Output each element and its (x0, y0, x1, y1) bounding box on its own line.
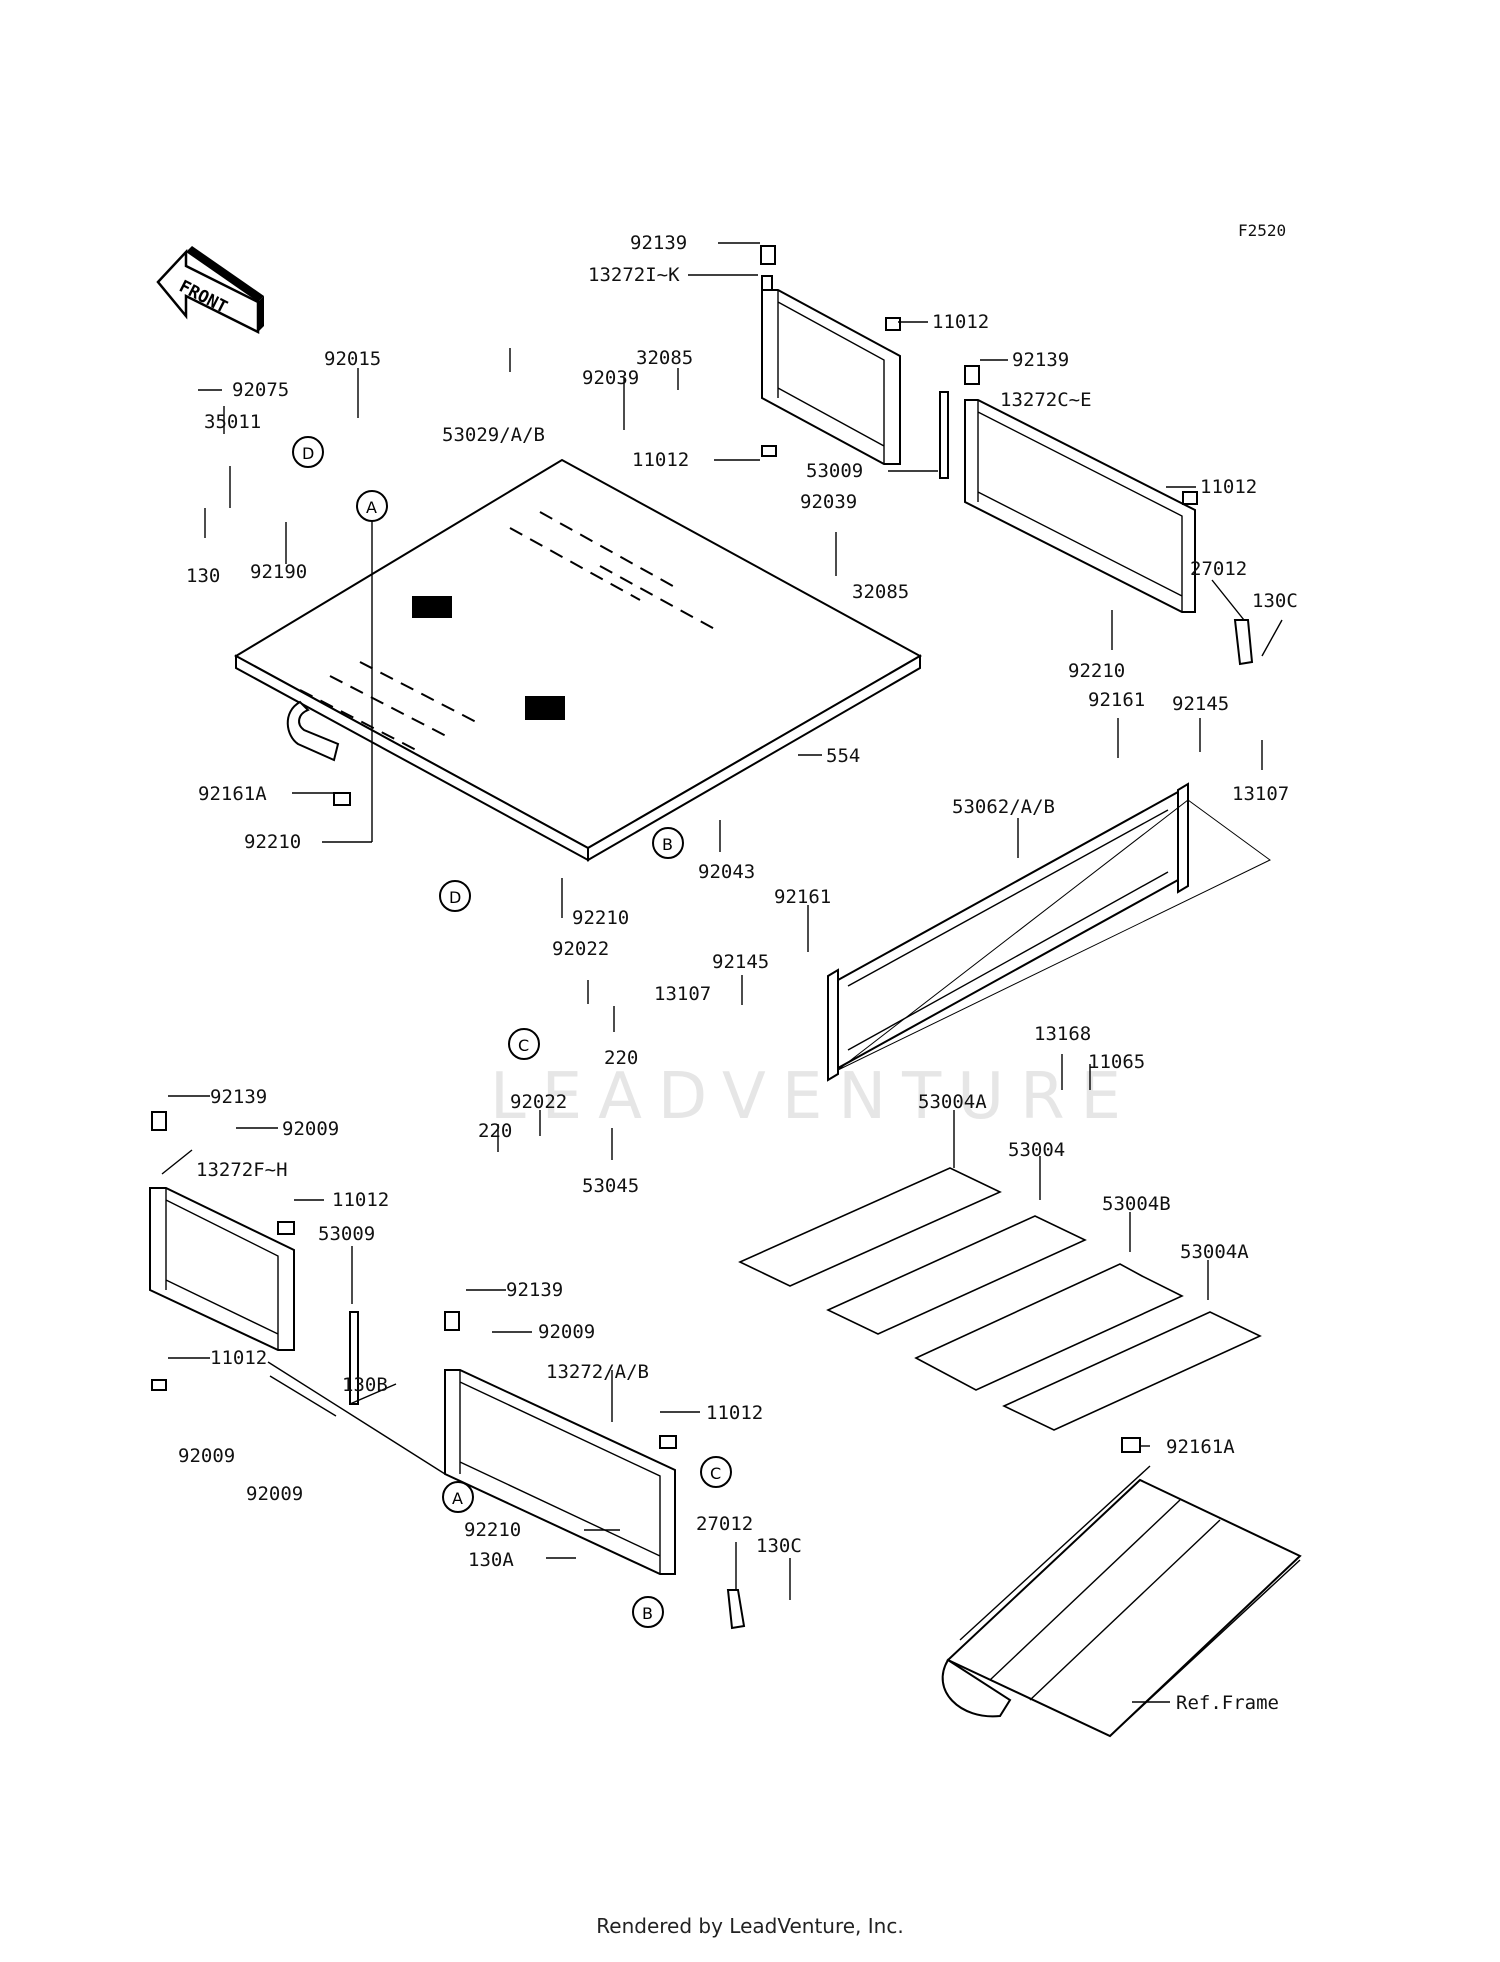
part-label: 92161 (1088, 689, 1145, 711)
part-label: 13107 (654, 983, 711, 1005)
part-label: 130 (186, 565, 220, 587)
part-label: 53004A (1180, 1241, 1249, 1263)
part-label: 92210 (464, 1519, 521, 1541)
side-panel-13272-A-B (444, 1311, 746, 1630)
callout-a-lower: A (442, 1481, 474, 1513)
part-label: 53004A (918, 1091, 987, 1113)
part-label: 53004B (1102, 1193, 1171, 1215)
part-label: 32085 (852, 581, 909, 603)
part-label: 11065 (1088, 1051, 1145, 1073)
callout-d-lower: D (439, 880, 471, 912)
part-label: 130C (756, 1535, 802, 1557)
part-label: 13272I~K (588, 264, 680, 286)
part-label: 130C (1252, 590, 1298, 612)
ref-frame (941, 1437, 1302, 1738)
svg-text:B: B (642, 1604, 653, 1623)
svg-text:D: D (449, 888, 461, 907)
part-label: 32085 (636, 347, 693, 369)
part-label: 92145 (1172, 693, 1229, 715)
front-arrow-icon: FRONT (156, 246, 264, 335)
part-label: 92022 (510, 1091, 567, 1113)
svg-text:C: C (710, 1464, 721, 1483)
part-label: 11012 (1200, 476, 1257, 498)
part-label: 92043 (698, 861, 755, 883)
part-label: 92139 (1012, 349, 1069, 371)
part-label: 92022 (552, 938, 609, 960)
part-label: 27012 (1190, 558, 1247, 580)
tailgate-53062 (827, 782, 1271, 1082)
part-label: 92161 (774, 886, 831, 908)
part-label: 92145 (712, 951, 769, 973)
part-label: 92210 (1068, 660, 1125, 682)
figure-code: F2520 (1238, 221, 1286, 240)
part-label: 13272F~H (196, 1159, 288, 1181)
part-label: 53029/A/B (442, 424, 545, 446)
part-label: 92039 (800, 491, 857, 513)
part-label: 92161A (1166, 1436, 1235, 1458)
svg-text:A: A (366, 498, 377, 517)
part-label: 92210 (572, 907, 629, 929)
part-label: 130A (468, 1549, 514, 1571)
part-label: 13107 (1232, 783, 1289, 805)
part-label: Ref.Frame (1176, 1692, 1279, 1714)
svg-text:B: B (662, 835, 673, 854)
callout-b-lower: B (632, 1596, 664, 1628)
part-label: 92210 (244, 831, 301, 853)
part-label: 220 (604, 1047, 638, 1069)
part-label: 92139 (210, 1086, 267, 1108)
part-label: 53062/A/B (952, 796, 1055, 818)
part-label: 53009 (318, 1223, 375, 1245)
part-label: 92015 (324, 348, 381, 370)
part-label: 13272/A/B (546, 1361, 649, 1383)
part-label: 92009 (246, 1483, 303, 1505)
callout-d-upper: D (292, 436, 324, 468)
part-labels: 92139 13272I~K 11012 32085 92039 11012 9… (178, 232, 1298, 1714)
part-label: 11012 (332, 1189, 389, 1211)
part-label: 92190 (250, 561, 307, 583)
side-panel-13272C-E (939, 365, 1254, 666)
leader-lines (161, 242, 1283, 1703)
part-label: 130B (342, 1374, 388, 1396)
watermark: LEADVENTURE (490, 1060, 1137, 1134)
callout-b-upper: B (652, 827, 684, 859)
part-label: 13168 (1034, 1023, 1091, 1045)
part-label: 53009 (806, 460, 863, 482)
part-label: 92009 (178, 1445, 235, 1467)
svg-text:A: A (452, 1489, 463, 1508)
svg-text:C: C (518, 1036, 529, 1055)
part-label: 27012 (696, 1513, 753, 1535)
callout-a-upper: A (356, 490, 388, 522)
part-label: 92009 (538, 1321, 595, 1343)
callout-c-lower: C (700, 1456, 732, 1488)
part-label: 53045 (582, 1175, 639, 1197)
part-label: 53004 (1008, 1139, 1065, 1161)
part-label: 92161A (198, 783, 267, 805)
side-panel-13272I-K (760, 245, 901, 465)
part-label: 554 (826, 745, 860, 767)
part-label: 92139 (630, 232, 687, 254)
callout-c-upper: C (508, 1028, 540, 1060)
part-label: 35011 (204, 411, 261, 433)
footer-credit: Rendered by LeadVenture, Inc. (596, 1914, 904, 1938)
bed-mats-53004 (738, 1167, 1262, 1431)
part-label: 11012 (210, 1347, 267, 1369)
part-label: 11012 (706, 1402, 763, 1424)
part-label: 220 (478, 1120, 512, 1142)
side-panel-13272F-H (149, 1111, 359, 1405)
part-label: 92009 (282, 1118, 339, 1140)
part-label: 92139 (506, 1279, 563, 1301)
bed-deck-53029 (233, 458, 923, 862)
svg-text:D: D (302, 444, 314, 463)
part-label: 13272C~E (1000, 389, 1092, 411)
part-label: 92075 (232, 379, 289, 401)
part-label: 11012 (632, 449, 689, 471)
part-label: 92039 (582, 367, 639, 389)
part-label: 11012 (932, 311, 989, 333)
